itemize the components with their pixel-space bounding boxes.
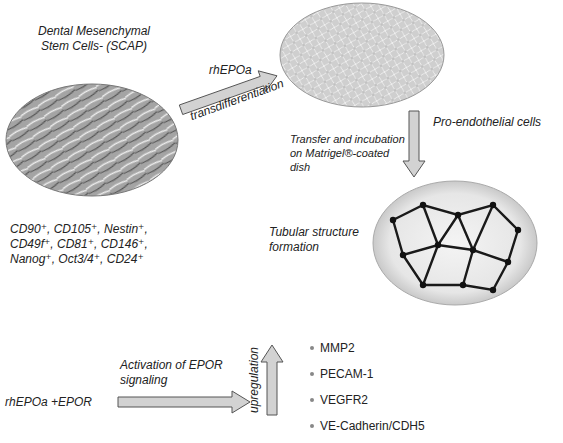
gene-item: MMP2 [320,341,470,356]
bullets [310,346,314,428]
edge-label: rhEPOa [209,63,269,78]
process-label: Activation of EPOR signaling [120,358,252,388]
gene-item: PECAM-1 [320,367,470,382]
vertical-label: upregulation [247,347,262,413]
block-arrow [403,111,425,177]
tubular-node: Tubular structure formation [373,181,537,305]
tubular-network [393,205,518,290]
scap-cell-image [6,84,178,196]
tubular-image [373,181,537,305]
node-heading: Pro-endothelial cells [433,115,559,130]
scap-node: Dental Mesenchymal Stem Cells- (SCAP)CD9… [6,84,178,196]
node-heading: Tubular structure formation [269,225,367,255]
marker-list: CD90⁺, CD105⁺, Nestin⁺, CD49f⁺, CD81⁺, C… [10,222,176,267]
gene-item: VE-Cadherin/CDH5 [320,419,480,434]
input-label: rhEPOa +EPOR [5,395,110,410]
edge-label: Transfer and incubation on Matrigel®-coa… [290,133,406,174]
upregulation-arrow [261,345,283,415]
tubular-nodes [390,202,521,293]
node-heading: Dental Mesenchymal Stem Cells- (SCAP) [35,24,153,54]
signaling-arrow [118,391,250,413]
gene-item: VEGFR2 [320,393,470,408]
pro-endothelial-node: Pro-endothelial cells [280,3,444,107]
pro-endothelial-image [280,3,444,107]
